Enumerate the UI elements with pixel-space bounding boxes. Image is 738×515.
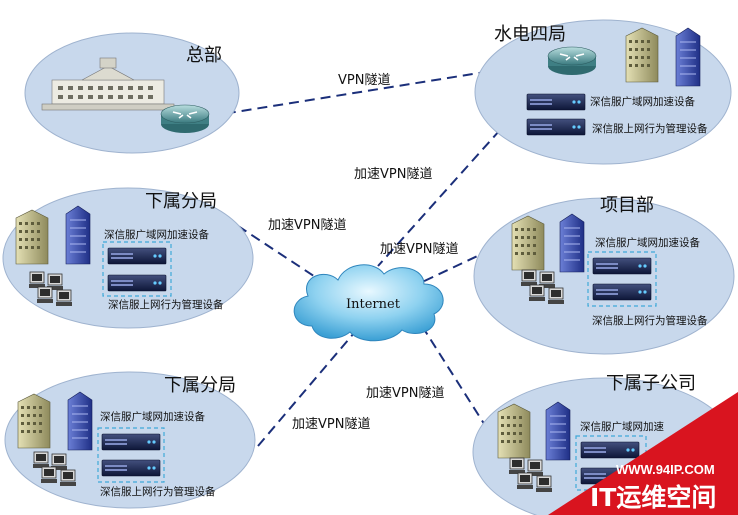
sub-title: 下属子公司 [606,373,696,394]
link-sub-internet [421,325,489,431]
tunnel-label-sub-internet: 加速VPN隧道 [366,385,444,401]
project-wan-device-icon [592,257,652,275]
water-wan-device-icon [526,93,586,111]
branch1-title: 下属分局 [145,191,217,212]
water-title: 水电四局 [494,24,566,45]
sub-office-icon [497,403,531,459]
hq-building-icon [41,57,175,111]
branch2-title: 下属分局 [164,375,236,396]
project-behavior-device-icon [592,283,652,301]
project-tower-icon [559,213,585,273]
branch2-behavior-device-icon [101,459,161,477]
tunnel-label-hq-water: VPN隧道 [338,72,390,88]
water-device-wan-label: 深信服广域网加速设备 [590,95,695,108]
internet-cloud-icon [293,264,444,342]
branch2-device-behavior-label: 深信服上网行为管理设备 [100,485,216,498]
branch1-device-group [102,241,172,297]
branch2-device-group [97,427,165,483]
tunnel-label-project-internet: 加速VPN隧道 [380,241,458,257]
project-device-wan-label: 深信服广域网加速设备 [595,236,700,249]
tunnel-label-branch1-internet: 加速VPN隧道 [268,217,346,233]
water-office-icon [625,27,659,83]
project-device-group [587,251,657,307]
watermark-url: WWW.94IP.COM [616,462,715,477]
watermark-name: IT运维空间 [590,483,716,512]
sub-wan-device-icon [580,441,640,459]
project-device-behavior-label: 深信服上网行为管理设备 [592,314,708,327]
project-title: 项目部 [600,195,654,216]
internet-label: Internet [346,297,401,312]
hq-router-icon [160,104,210,134]
branch1-wan-device-icon [107,247,167,265]
branch1-tower-icon [65,205,91,265]
link-water-internet [377,129,501,267]
water-tower-icon [675,27,701,87]
water-router-icon [547,46,597,76]
branch2-device-wan-label: 深信服广域网加速设备 [100,410,205,423]
branch2-wan-device-icon [101,433,161,451]
link-branch2-internet [257,325,361,447]
hq-title: 总部 [186,45,222,66]
branch1-device-behavior-label: 深信服上网行为管理设备 [108,298,224,311]
link-hq-water [209,61,549,117]
sub-device-wan-label: 深信服广域网加速 [580,420,664,433]
branch1-behavior-device-icon [107,274,167,292]
branch2-office-icon [17,393,51,449]
water-behavior-device-icon [526,118,586,136]
branch1-device-wan-label: 深信服广域网加速设备 [104,228,209,241]
tunnel-label-water-internet: 加速VPN隧道 [354,166,432,182]
link-branch1-internet [237,225,327,285]
sub-device-group [575,435,647,491]
branch2-tower-icon [67,391,93,451]
watermark-logo: WWW.94IP.COM IT运维空间 [548,392,738,515]
water-device-behavior-label: 深信服上网行为管理设备 [592,122,708,135]
branch1-office-icon [15,209,49,265]
project-office-icon [511,215,545,271]
site-project [473,197,735,355]
tunnel-label-branch2-internet: 加速VPN隧道 [292,416,370,432]
sub-tower-icon [545,401,571,461]
